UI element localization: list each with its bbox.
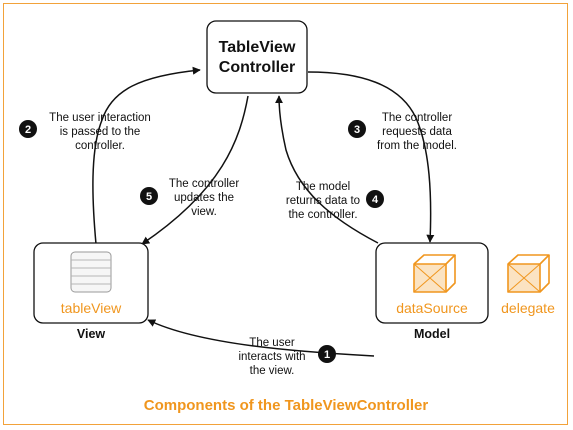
view-object-label: tableView [61, 300, 122, 316]
delegate-object: delegate [501, 254, 555, 316]
step-3-line3: from the model. [377, 140, 457, 152]
step-4-annotation: 4 The model returns data to the controll… [286, 181, 384, 221]
step-2-line1: The user interaction [49, 112, 151, 124]
step-1-line3: the view. [250, 365, 295, 377]
cube-icon [413, 254, 456, 293]
edge-user-to-view [147, 319, 375, 357]
view-box: tableView [33, 242, 149, 324]
edge-model-to-controller [275, 95, 379, 244]
step-5-line2: updates the [174, 192, 234, 204]
step-1-number: 1 [324, 349, 330, 361]
step-4-line1: The model [296, 181, 350, 193]
step-2-line3: controller. [75, 140, 125, 152]
controller-box: TableView Controller [206, 20, 308, 94]
edge-controller-to-model [307, 71, 435, 243]
delegate-label: delegate [501, 300, 555, 316]
cube-icon [507, 254, 550, 293]
model-box: dataSource [375, 242, 489, 324]
step-1-annotation: 1 The user interacts with the view. [238, 337, 336, 377]
step-2-annotation: 2 The user interaction is passed to the … [19, 112, 151, 152]
step-4-line2: returns data to [286, 195, 360, 207]
step-4-line3: the controller. [288, 209, 357, 221]
step-3-line2: requests data [382, 126, 452, 138]
step-5-line3: view. [191, 206, 217, 218]
model-object-label: dataSource [396, 300, 468, 316]
step-2-number: 2 [25, 124, 31, 136]
figure-title: Components of the TableViewController [144, 397, 429, 414]
edge-view-to-controller [92, 66, 201, 245]
step-3-line1: The controller [382, 112, 452, 124]
table-list-icon [70, 251, 112, 293]
model-caption: Model [414, 327, 450, 341]
step-5-line1: The controller [169, 178, 239, 190]
controller-title-line1: TableView [219, 39, 296, 56]
step-3-number: 3 [354, 124, 360, 136]
step-3-annotation: 3 The controller requests data from the … [348, 112, 457, 152]
view-caption: View [77, 327, 106, 341]
step-2-line2: is passed to the [60, 126, 141, 138]
step-1-line2: interacts with [238, 351, 305, 363]
edge-controller-to-view [141, 95, 249, 245]
step-4-number: 4 [372, 194, 379, 206]
step-5-annotation: 5 The controller updates the view. [140, 178, 239, 218]
step-1-line1: The user [249, 337, 295, 349]
step-5-number: 5 [146, 191, 152, 203]
controller-title-line2: Controller [219, 59, 295, 76]
